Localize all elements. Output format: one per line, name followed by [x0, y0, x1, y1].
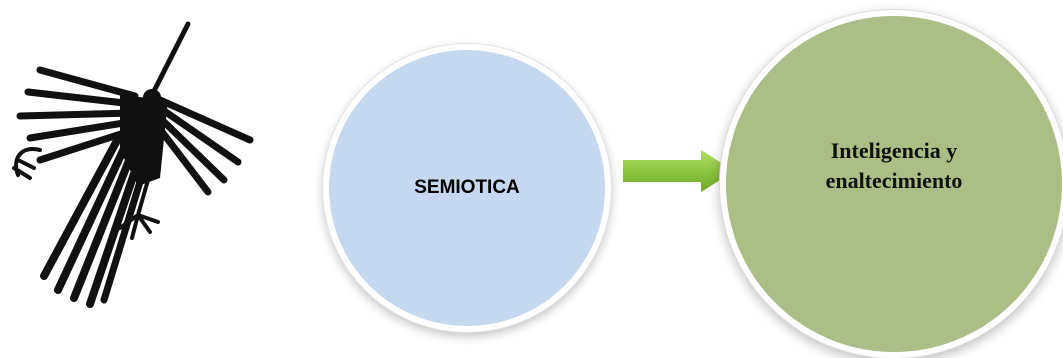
semiotica-node: SEMIOTICA: [323, 44, 611, 332]
semiotica-label: SEMIOTICA: [414, 177, 520, 198]
nazca-condor-icon: [12, 21, 254, 308]
inteligencia-node: Inteligencia y enaltecimiento: [720, 10, 1063, 358]
right-arrow-icon: [621, 147, 737, 195]
inteligencia-label: Inteligencia y enaltecimiento: [825, 138, 963, 193]
